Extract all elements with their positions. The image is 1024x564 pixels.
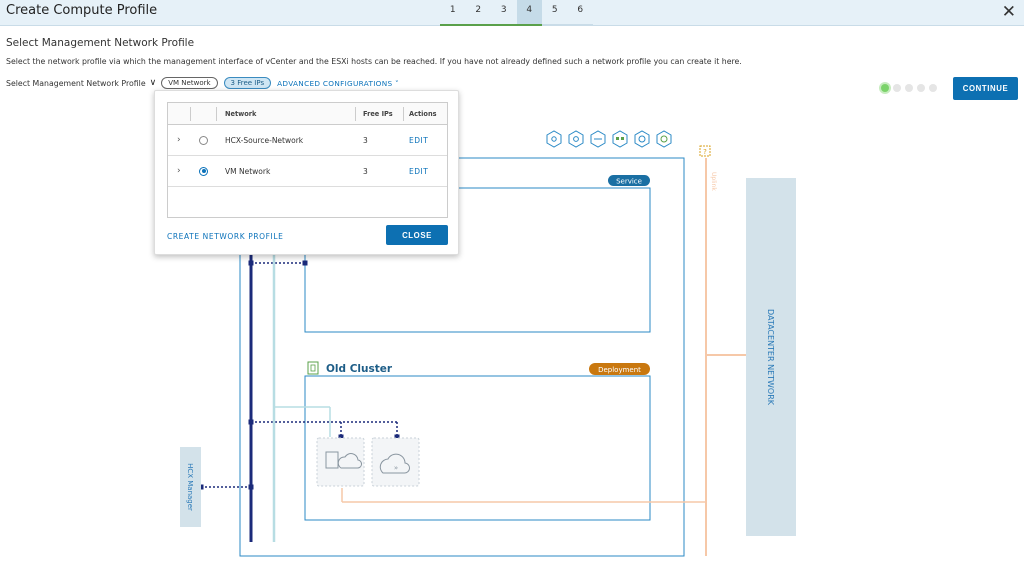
step-nav: 1 2 3 4 5 6 [440, 0, 593, 26]
close-button[interactable]: CLOSE [386, 225, 448, 245]
step-4[interactable]: 4 [516, 0, 542, 26]
edit-button[interactable]: EDIT [409, 135, 429, 145]
wizard-title: Create Compute Profile [6, 3, 158, 18]
wizard-header: Create Compute Profile 1 2 3 4 5 6 ✕ [0, 0, 1024, 26]
step-5[interactable]: 5 [542, 0, 568, 26]
wan-opt-icon [568, 130, 584, 148]
disaster-recovery-icon [656, 130, 672, 148]
uplink-label: Uplink [710, 172, 717, 191]
section-description: Select the network profile via which the… [6, 57, 742, 66]
row-radio[interactable] [199, 135, 208, 145]
step-6[interactable]: 6 [567, 0, 593, 26]
network-profile-table: Network Free IPs Actions › HCX-Source-Ne… [167, 102, 448, 218]
col-network: Network [225, 109, 257, 118]
row-network-name: HCX-Source-Network [225, 135, 304, 145]
service-badge-label: Service [616, 178, 642, 186]
chevron-down-icon[interactable]: ∨ [149, 78, 157, 88]
deployment-badge-label: Deployment [598, 366, 641, 374]
expand-chevron-icon[interactable]: › [177, 135, 181, 145]
deployment-badge [589, 363, 650, 375]
col-free-ips: Free IPs [363, 109, 393, 118]
old-cluster-title: Old Cluster [326, 363, 393, 375]
interconnect-icon [546, 130, 562, 148]
service-icons [546, 130, 672, 148]
table-row[interactable]: › HCX-Source-Network 3 EDIT [168, 125, 447, 156]
selected-network-pill[interactable]: VM Network [161, 77, 218, 89]
datacenter-network-label: DATACENTER NETWORK [766, 309, 775, 406]
service-cluster-box [304, 187, 651, 333]
progress-dot [893, 84, 901, 92]
vmotion-icon [634, 130, 650, 148]
progress-dot [905, 84, 913, 92]
unknown-marker: ? [703, 148, 707, 156]
hcx-interconnect-appliance [316, 437, 365, 487]
continue-button[interactable]: CONTINUE [953, 77, 1018, 100]
step-2[interactable]: 2 [465, 0, 491, 26]
close-icon[interactable]: ✕ [1001, 2, 1016, 22]
free-ips-badge: 3 Free IPs [223, 77, 272, 89]
select-label: Select Management Network Profile [6, 78, 146, 88]
row-network-name: VM Network [225, 166, 271, 176]
advanced-configurations-link[interactable]: ADVANCED CONFIGURATIONS ˅ [277, 78, 399, 88]
section-title: Select Management Network Profile [6, 37, 195, 49]
progress-dot [917, 84, 925, 92]
network-profile-selector: Select Management Network Profile ∨ VM N… [6, 76, 399, 90]
progress-dot [929, 84, 937, 92]
service-badge [608, 175, 650, 186]
cluster-icon [307, 361, 319, 375]
row-free-ips: 3 [363, 166, 368, 176]
table-row[interactable]: › VM Network 3 EDIT [168, 156, 447, 187]
old-cluster-box [304, 375, 651, 521]
table-header: Network Free IPs Actions [168, 103, 447, 125]
svg-text:»: » [394, 464, 398, 472]
edit-button[interactable]: EDIT [409, 166, 429, 176]
datacenter-network-box [746, 178, 796, 536]
hcx-wan-appliance [371, 437, 420, 487]
step-3[interactable]: 3 [491, 0, 517, 26]
network-profile-popover: Network Free IPs Actions › HCX-Source-Ne… [154, 90, 459, 255]
unknown-marker-box [699, 145, 711, 157]
network-extension-icon [590, 130, 606, 148]
row-free-ips: 3 [363, 135, 368, 145]
col-actions: Actions [409, 109, 437, 118]
hcx-manager-label: HCX Manager [186, 463, 194, 511]
row-radio-selected[interactable] [199, 166, 208, 176]
step-1[interactable]: 1 [440, 0, 466, 26]
bulk-migration-icon [612, 130, 628, 148]
hcx-manager-box [180, 447, 201, 527]
expand-chevron-icon[interactable]: › [177, 166, 181, 176]
progress-dots [881, 84, 937, 92]
site-boundary [239, 157, 685, 557]
create-network-profile-link[interactable]: CREATE NETWORK PROFILE [167, 232, 284, 241]
progress-dot [881, 84, 889, 92]
